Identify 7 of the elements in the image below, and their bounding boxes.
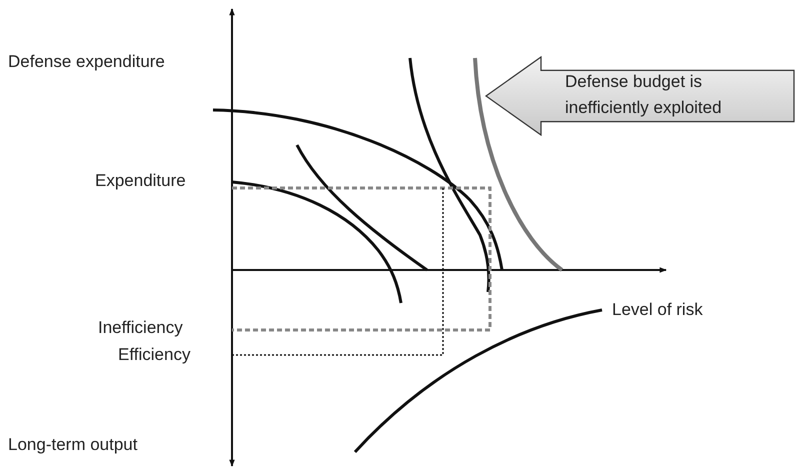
axis-label: Expenditure (95, 171, 186, 191)
arrow-callout: Defense budget is inefficiently exploited (485, 56, 795, 136)
axis-label: Inefficiency (98, 318, 183, 338)
axis-label: Defense expenditure (8, 52, 165, 72)
axis-label: Efficiency (118, 345, 190, 365)
axis-label: Long-term output (8, 435, 138, 455)
axis-label: Level of risk (612, 300, 703, 320)
